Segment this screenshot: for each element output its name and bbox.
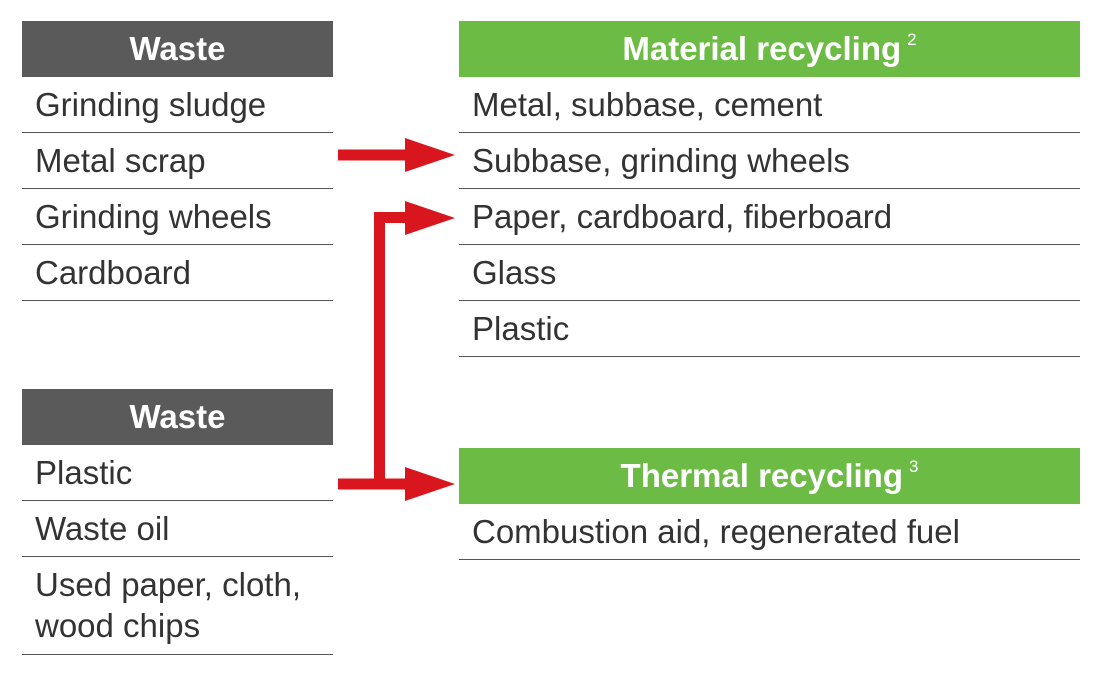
waste-row-waste-oil: Waste oil <box>22 501 333 557</box>
thermal-recycling-header: Thermal recycling 3 <box>459 448 1080 504</box>
thermal-recycling-table: Thermal recycling 3 Combustion aid, regen… <box>459 448 1080 560</box>
waste-row-cardboard: Cardboard <box>22 245 333 301</box>
waste-table-top: Waste Grinding sludge Metal scrap Grindi… <box>22 21 333 301</box>
arrow-metal-scrap-head <box>405 138 455 172</box>
arrow-paper-head <box>405 201 455 235</box>
material-recycling-header: Material recycling 2 <box>459 21 1080 77</box>
material-row-subbase-grinding-wheels: Subbase, grinding wheels <box>459 133 1080 189</box>
thermal-recycling-title: Thermal recycling <box>620 457 903 494</box>
waste-row-plastic: Plastic <box>22 445 333 501</box>
waste-row-metal-scrap: Metal scrap <box>22 133 333 189</box>
material-recycling-title: Material recycling <box>622 30 902 67</box>
arrow-group <box>338 138 455 501</box>
arrow-connector-top-shaft <box>374 212 410 223</box>
arrow-metal-scrap-shaft <box>338 149 410 161</box>
thermal-recycling-footnote: 3 <box>908 457 919 476</box>
material-row-metal-subbase-cement: Metal, subbase, cement <box>459 77 1080 133</box>
material-recycling-footnote: 2 <box>907 30 917 49</box>
waste-row-grinding-wheels: Grinding wheels <box>22 189 333 245</box>
arrow-connector-vertical <box>374 212 385 489</box>
waste-row-used-paper: Used paper, cloth, wood chips <box>22 557 333 655</box>
thermal-row-combustion-aid: Combustion aid, regenerated fuel <box>459 504 1080 560</box>
material-row-glass: Glass <box>459 245 1080 301</box>
waste-row-grinding-sludge: Grinding sludge <box>22 77 333 133</box>
material-row-plastic: Plastic <box>459 301 1080 357</box>
material-row-paper-cardboard-fiberboard: Paper, cardboard, fiberboard <box>459 189 1080 245</box>
waste-header-top: Waste <box>22 21 333 77</box>
arrow-plastic-head <box>405 467 455 501</box>
waste-table-bottom: Waste Plastic Waste oil Used paper, clot… <box>22 389 333 655</box>
waste-header-bottom: Waste <box>22 389 333 445</box>
material-recycling-table: Material recycling 2 Metal, subbase, ceme… <box>459 21 1080 357</box>
